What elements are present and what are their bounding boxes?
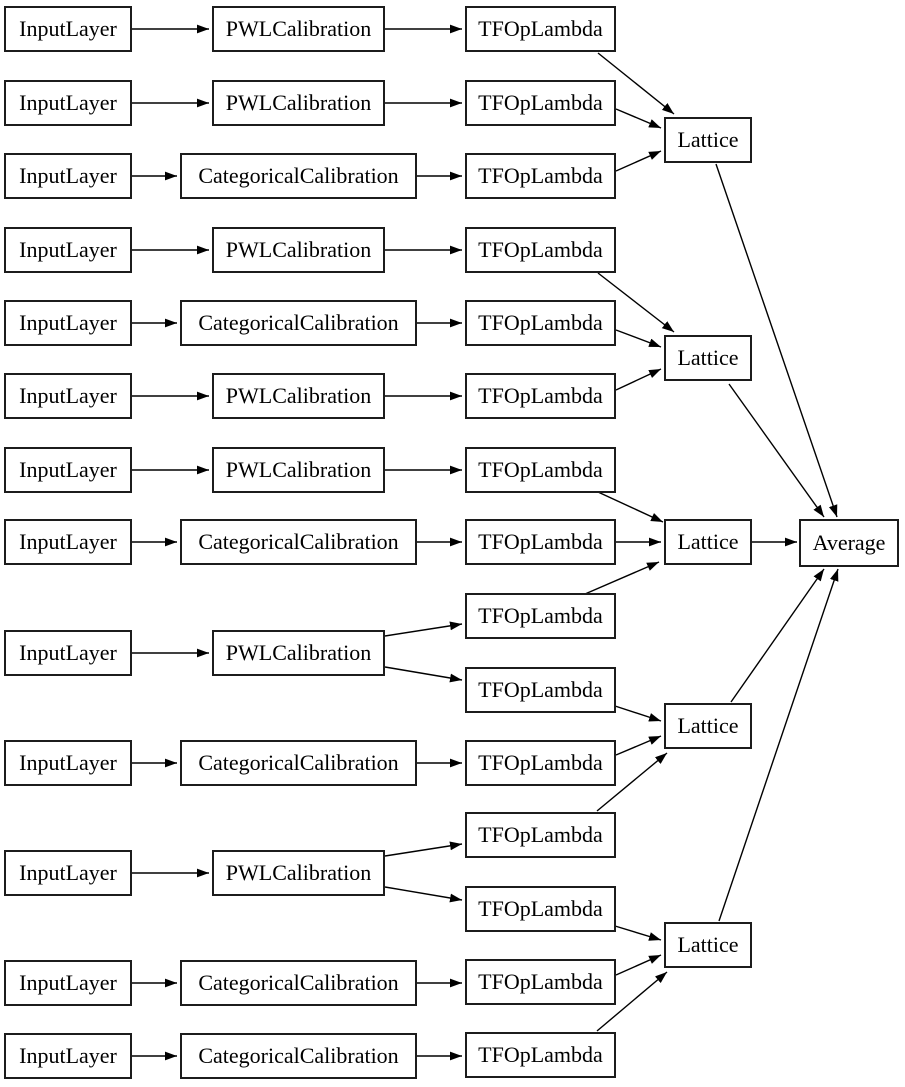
node-tfop-lambda: TFOpLambda bbox=[465, 447, 616, 493]
node-pwl-calibration: PWLCalibration bbox=[212, 80, 385, 126]
node-categorical-calibration: CategoricalCalibration bbox=[180, 519, 417, 565]
node-input-layer: InputLayer bbox=[4, 153, 132, 199]
node-input-layer: InputLayer bbox=[4, 740, 132, 786]
node-input-layer: InputLayer bbox=[4, 227, 132, 273]
edge-arrow bbox=[615, 368, 662, 391]
node-tfop-lambda: TFOpLambda bbox=[465, 1032, 616, 1078]
edge-arrow bbox=[596, 752, 668, 812]
node-categorical-calibration: CategoricalCalibration bbox=[180, 153, 417, 199]
node-input-layer: InputLayer bbox=[4, 1033, 132, 1079]
edge-arrow bbox=[614, 925, 662, 941]
edge-arrow bbox=[715, 163, 838, 518]
edge-arrow bbox=[728, 383, 825, 518]
node-input-layer: InputLayer bbox=[4, 80, 132, 126]
edge-arrow bbox=[615, 150, 662, 172]
node-input-layer: InputLayer bbox=[4, 850, 132, 896]
edge-arrow bbox=[615, 108, 662, 129]
node-lattice: Lattice bbox=[664, 703, 752, 749]
node-lattice: Lattice bbox=[664, 117, 752, 163]
edge-arrow bbox=[384, 666, 463, 683]
node-pwl-calibration: PWLCalibration bbox=[212, 850, 385, 896]
node-input-layer: InputLayer bbox=[4, 373, 132, 419]
node-tfop-lambda: TFOpLambda bbox=[465, 227, 616, 273]
edge-arrow bbox=[614, 705, 662, 722]
node-tfop-lambda: TFOpLambda bbox=[465, 812, 616, 858]
node-tfop-lambda: TFOpLambda bbox=[465, 373, 616, 419]
node-tfop-lambda: TFOpLambda bbox=[465, 740, 616, 786]
node-pwl-calibration: PWLCalibration bbox=[212, 373, 385, 419]
edge-arrow bbox=[730, 568, 825, 703]
node-tfop-lambda: TFOpLambda bbox=[465, 886, 616, 932]
edge-arrow bbox=[596, 971, 668, 1032]
node-categorical-calibration: CategoricalCalibration bbox=[180, 960, 417, 1006]
node-input-layer: InputLayer bbox=[4, 630, 132, 676]
node-tfop-lambda: TFOpLambda bbox=[465, 519, 616, 565]
node-tfop-lambda: TFOpLambda bbox=[465, 80, 616, 126]
node-tfop-lambda: TFOpLambda bbox=[465, 153, 616, 199]
node-tfop-lambda: TFOpLambda bbox=[465, 6, 616, 52]
node-tfop-lambda: TFOpLambda bbox=[465, 959, 616, 1005]
node-input-layer: InputLayer bbox=[4, 960, 132, 1006]
node-lattice: Lattice bbox=[664, 335, 752, 381]
node-tfop-lambda: TFOpLambda bbox=[465, 593, 616, 639]
node-lattice: Lattice bbox=[664, 922, 752, 968]
node-pwl-calibration: PWLCalibration bbox=[212, 630, 385, 676]
node-tfop-lambda: TFOpLambda bbox=[465, 667, 616, 713]
edge-arrow bbox=[597, 491, 664, 523]
node-lattice: Lattice bbox=[664, 519, 752, 565]
node-input-layer: InputLayer bbox=[4, 6, 132, 52]
edge-arrow bbox=[718, 568, 839, 922]
node-average: Average bbox=[799, 519, 899, 567]
node-input-layer: InputLayer bbox=[4, 300, 132, 346]
edge-arrow bbox=[384, 621, 463, 637]
edge-arrow bbox=[384, 886, 463, 903]
node-pwl-calibration: PWLCalibration bbox=[212, 227, 385, 273]
edge-arrow bbox=[584, 561, 660, 595]
node-categorical-calibration: CategoricalCalibration bbox=[180, 300, 417, 346]
node-pwl-calibration: PWLCalibration bbox=[212, 447, 385, 493]
edge-arrow bbox=[615, 329, 662, 348]
node-input-layer: InputLayer bbox=[4, 447, 132, 493]
node-input-layer: InputLayer bbox=[4, 519, 132, 565]
edge-arrow bbox=[384, 841, 463, 857]
edge-arrow bbox=[597, 272, 675, 333]
edge-arrow bbox=[615, 954, 662, 976]
node-categorical-calibration: CategoricalCalibration bbox=[180, 740, 417, 786]
edge-arrow bbox=[597, 52, 675, 115]
edge-arrow bbox=[615, 735, 662, 756]
node-tfop-lambda: TFOpLambda bbox=[465, 300, 616, 346]
node-categorical-calibration: CategoricalCalibration bbox=[180, 1033, 417, 1079]
node-pwl-calibration: PWLCalibration bbox=[212, 6, 385, 52]
